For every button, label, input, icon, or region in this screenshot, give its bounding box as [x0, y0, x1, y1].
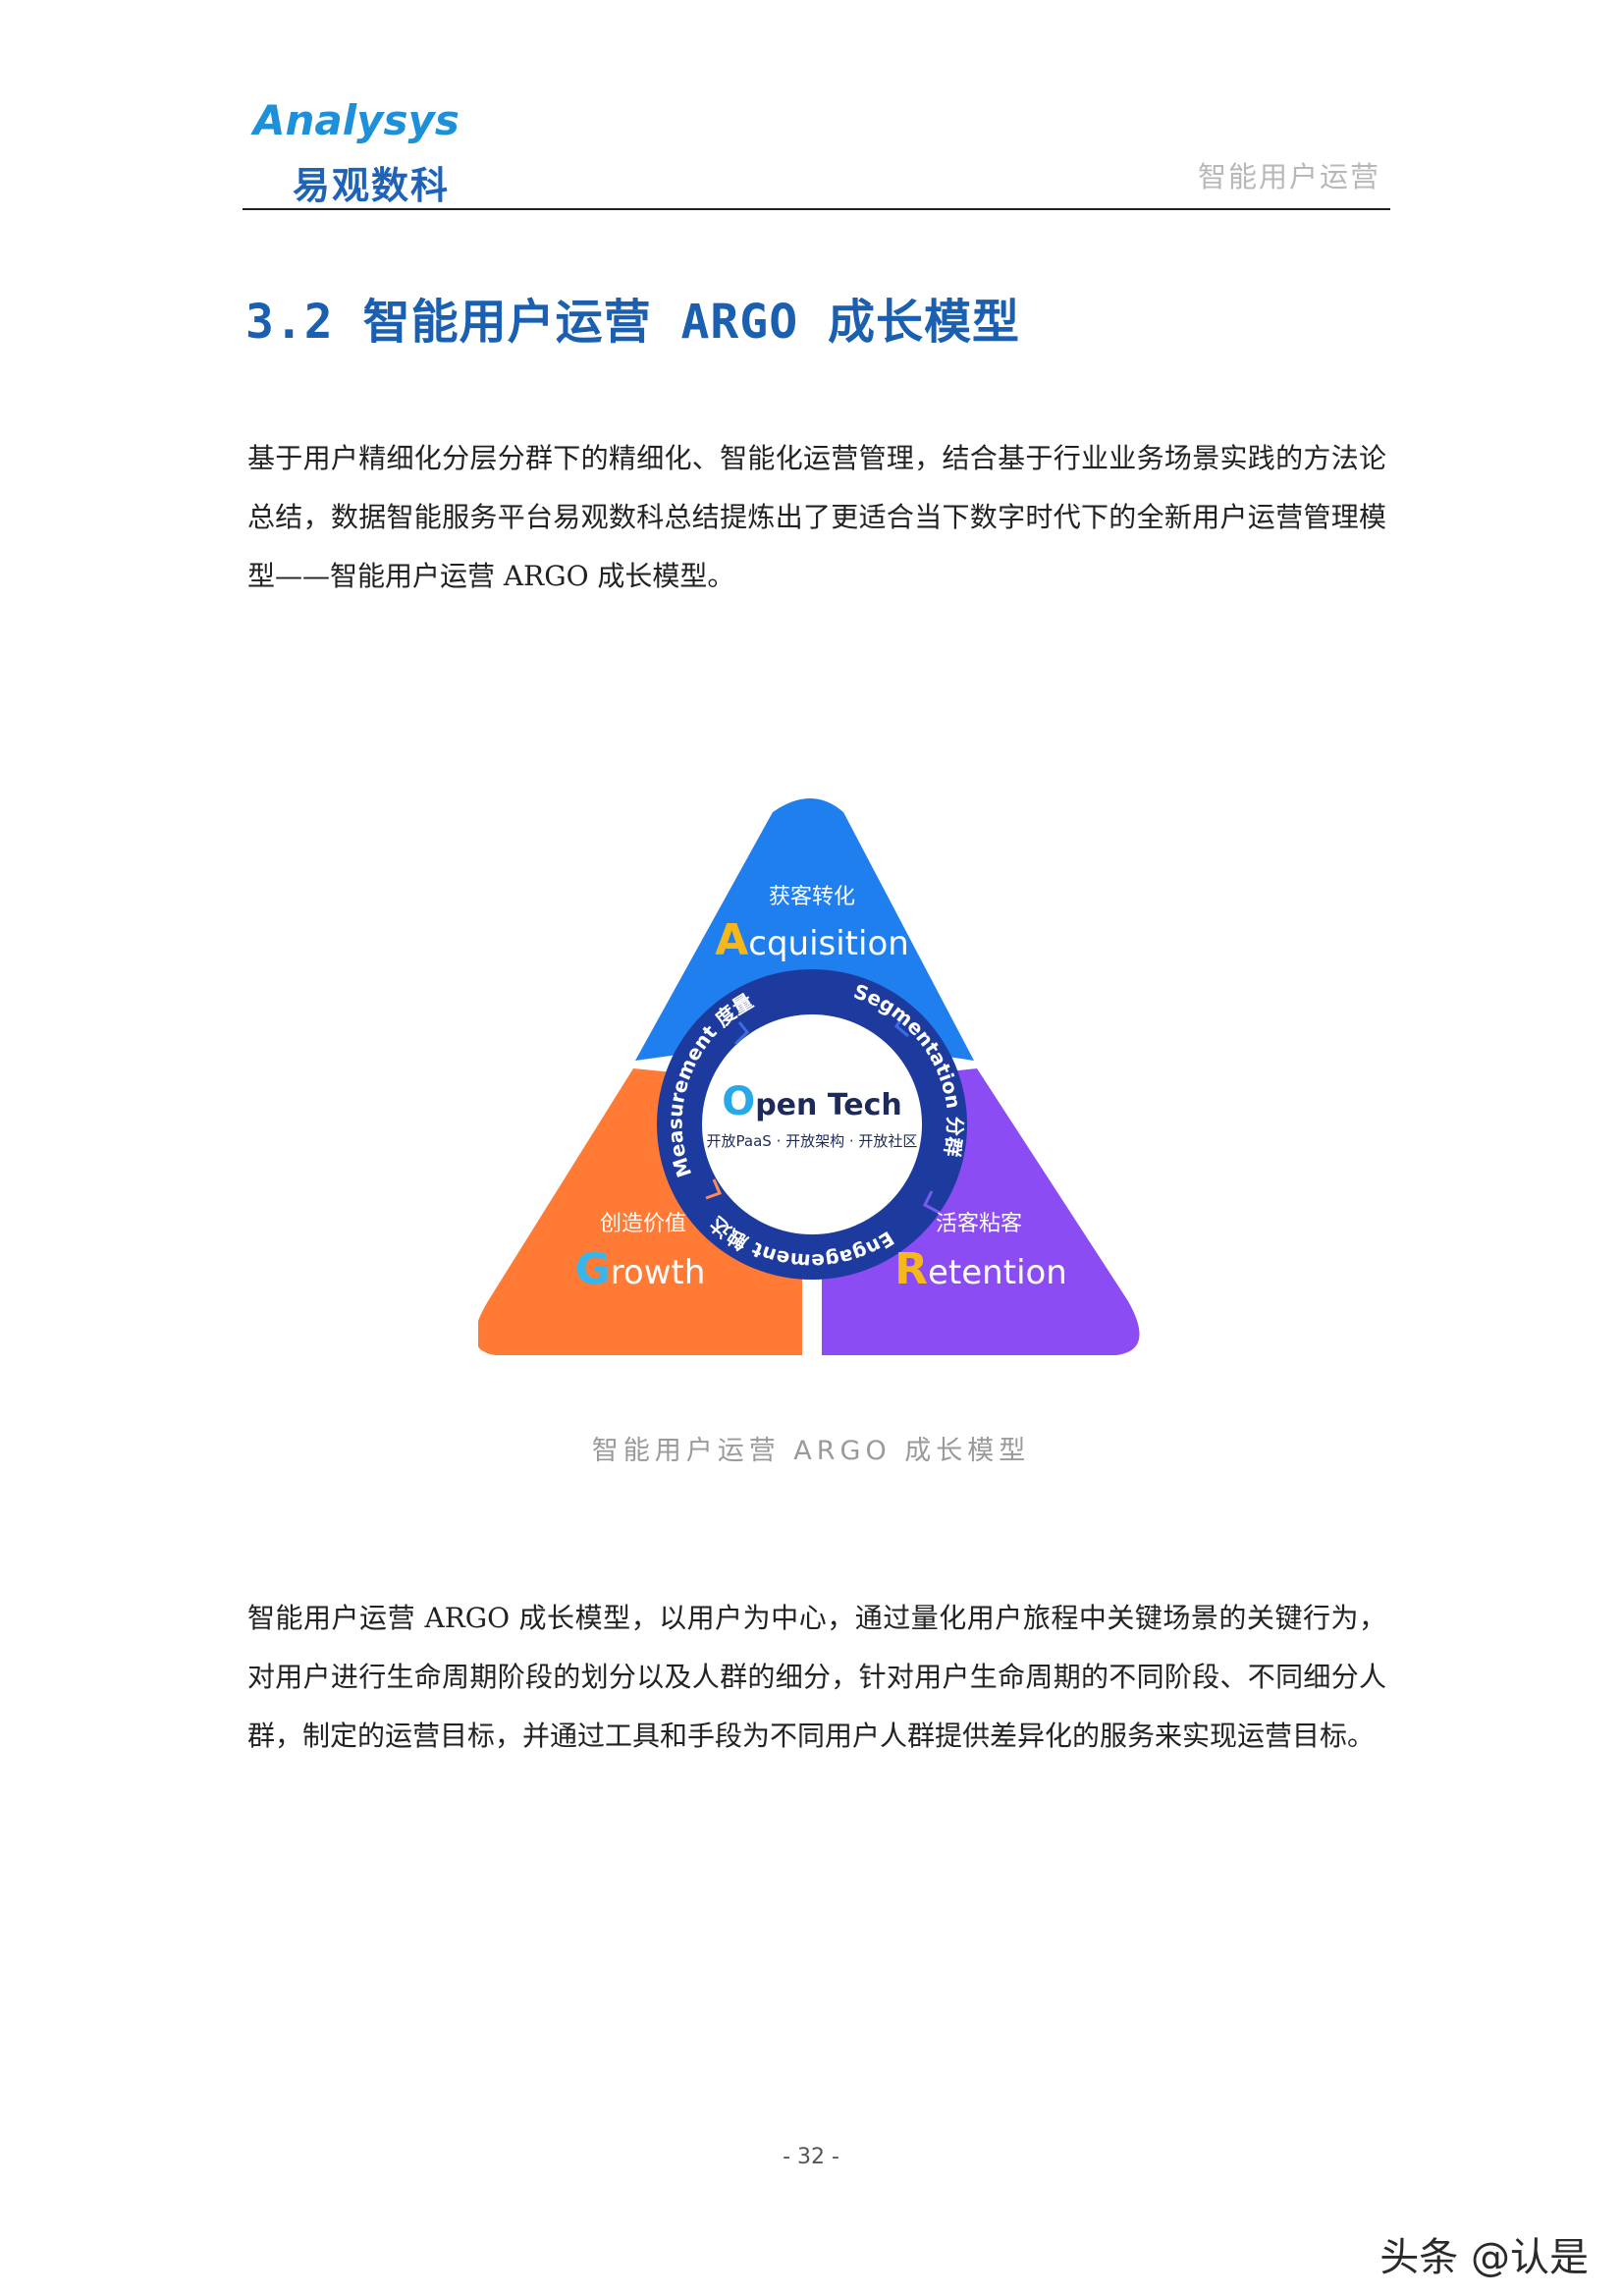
- retention-en-label: Retention: [894, 1244, 1067, 1294]
- center-title-initial: O: [722, 1079, 755, 1124]
- center-subtitle: 开放PaaS · 开放架构 · 开放社区: [707, 1132, 918, 1150]
- ring-label-engagement: Engagement 触达: [706, 1212, 898, 1274]
- acquisition-cn-label: 获客转化: [769, 885, 855, 909]
- section-heading: 3.2 智能用户运营 ARGO 成长模型: [245, 295, 1020, 350]
- svg-text:Engagement 触达: Engagement 触达: [706, 1212, 898, 1274]
- retention-rest: etention: [928, 1253, 1067, 1292]
- growth-en-label: Growth: [575, 1244, 706, 1294]
- growth-cn-label: 创造价值: [600, 1212, 686, 1236]
- center-title-rest: pen Tech: [755, 1088, 902, 1122]
- growth-rest: rowth: [611, 1253, 706, 1292]
- header-divider: [243, 208, 1390, 210]
- acquisition-initial: A: [715, 915, 748, 965]
- figure-caption: 智能用户运营 ARGO 成长模型: [591, 1436, 1031, 1466]
- acquisition-rest: cquisition: [748, 924, 909, 963]
- company-logo: Analysys 易观数科: [253, 96, 469, 207]
- page-number: - 32 -: [783, 2145, 839, 2169]
- retention-cn-label: 活客粘客: [936, 1212, 1022, 1236]
- acquisition-en-label: Acquisition: [715, 915, 909, 965]
- logo-text-en: Analysys: [253, 96, 460, 144]
- logo-text-cn: 易观数科: [293, 164, 451, 207]
- ring-inner: [702, 1014, 922, 1234]
- source-watermark: 头条 @认是: [1379, 2235, 1589, 2280]
- center-title: Open Tech: [722, 1079, 902, 1124]
- growth-initial: G: [575, 1244, 611, 1294]
- body-paragraph: 智能用户运营 ARGO 成长模型，以用户为中心，通过量化用户旅程中关键场景的关键…: [247, 1602, 1386, 1752]
- running-header-title: 智能用户运营: [1197, 160, 1380, 193]
- argo-model-diagram: Measurement 度量 Segmentation 分群 Engagemen…: [478, 791, 1146, 1360]
- body-paragraph: 基于用户精细化分层分群下的精细化、智能化运营管理，结合基于行业业务场景实践的方法…: [247, 442, 1386, 592]
- retention-initial: R: [894, 1244, 928, 1294]
